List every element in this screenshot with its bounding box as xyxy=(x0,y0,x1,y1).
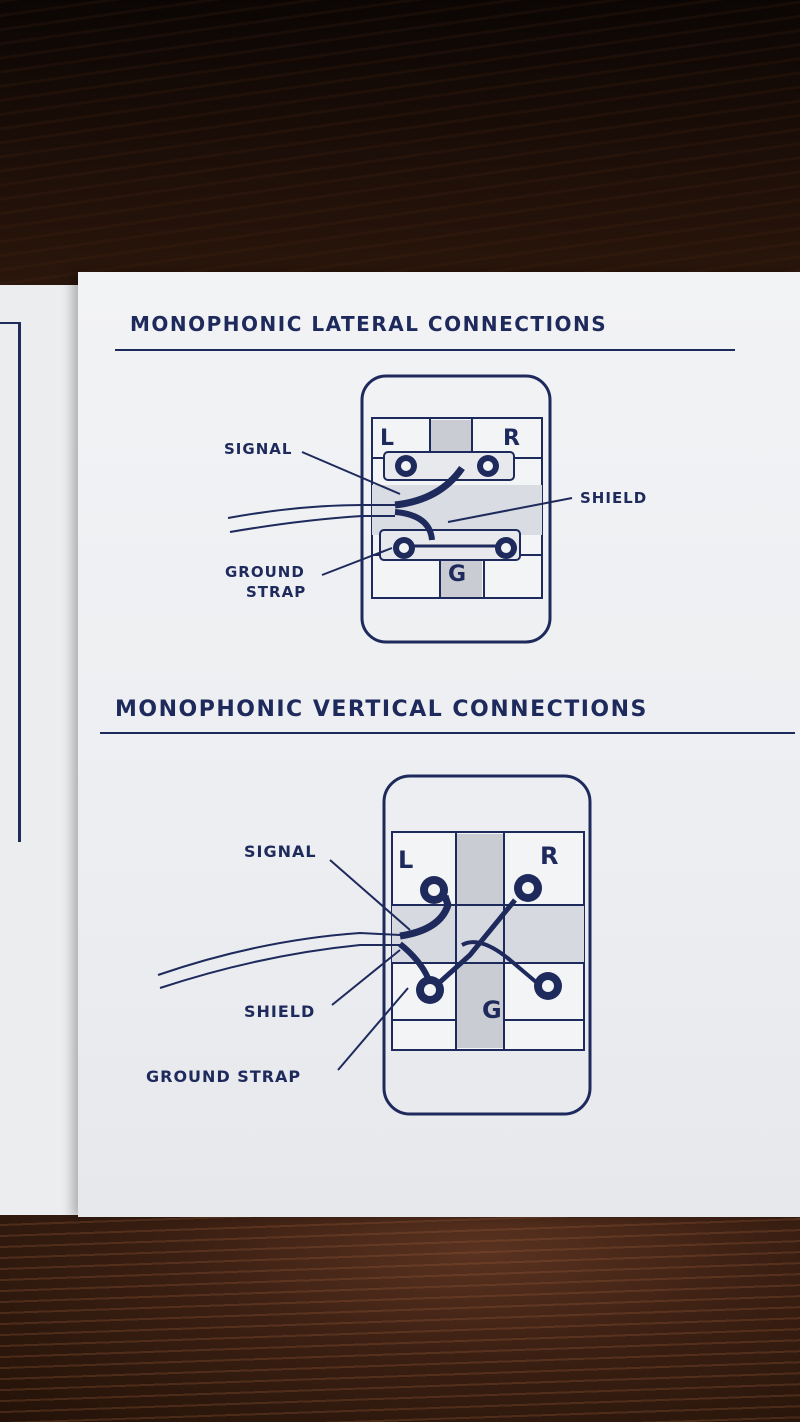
lateral-cartridge-body xyxy=(360,374,552,644)
left-page-tick xyxy=(0,322,18,324)
vertical-ground-strap xyxy=(438,898,517,984)
left-page xyxy=(0,285,90,1215)
lateral-terminal-label-g: G xyxy=(448,562,468,587)
vertical-terminal-label-g: G xyxy=(482,996,503,1024)
vertical-label-ground-strap: GROUND STRAP xyxy=(146,1067,302,1086)
vertical-label-signal: SIGNAL xyxy=(244,842,317,861)
vertical-signal-wire xyxy=(399,894,452,940)
lateral-title-rule xyxy=(115,349,735,351)
lateral-label-shield: SHIELD xyxy=(580,489,648,507)
lateral-title: MONOPHONIC LATERAL CONNECTIONS xyxy=(130,312,608,336)
lateral-label-ground: GROUND xyxy=(225,563,305,581)
lateral-shield-wire xyxy=(394,509,435,541)
left-page-rule xyxy=(18,322,21,842)
lateral-terminal-label-r: R xyxy=(503,426,521,451)
vertical-title: MONOPHONIC VERTICAL CONNECTIONS xyxy=(115,697,648,722)
vertical-cable-upper xyxy=(157,931,401,976)
vertical-shield-leader xyxy=(331,949,401,1006)
vertical-signal-leader xyxy=(329,859,411,931)
lateral-shade-bottom xyxy=(440,555,482,597)
vertical-terminal-label-r: R xyxy=(540,842,560,870)
lateral-label-strap: STRAP xyxy=(246,583,307,601)
lateral-terminal-label-l: L xyxy=(380,426,396,451)
vertical-title-rule xyxy=(100,732,795,734)
vertical-ground-leader xyxy=(337,987,409,1071)
lateral-signal-leader xyxy=(301,451,401,495)
lateral-shield-leader xyxy=(447,497,573,523)
lateral-ground-leader xyxy=(321,547,393,576)
lateral-signal-wire xyxy=(394,465,465,509)
vertical-label-shield: SHIELD xyxy=(244,1002,316,1021)
wood-background-bottom xyxy=(0,1180,800,1422)
vertical-terminal-label-l: L xyxy=(398,846,415,874)
lateral-label-signal: SIGNAL xyxy=(224,440,293,458)
vertical-cable-lower xyxy=(159,944,400,989)
lateral-cable-upper xyxy=(227,504,395,519)
lateral-cable-lower xyxy=(229,515,395,533)
vertical-shield-wire xyxy=(398,941,431,980)
wood-background-top xyxy=(0,0,800,300)
